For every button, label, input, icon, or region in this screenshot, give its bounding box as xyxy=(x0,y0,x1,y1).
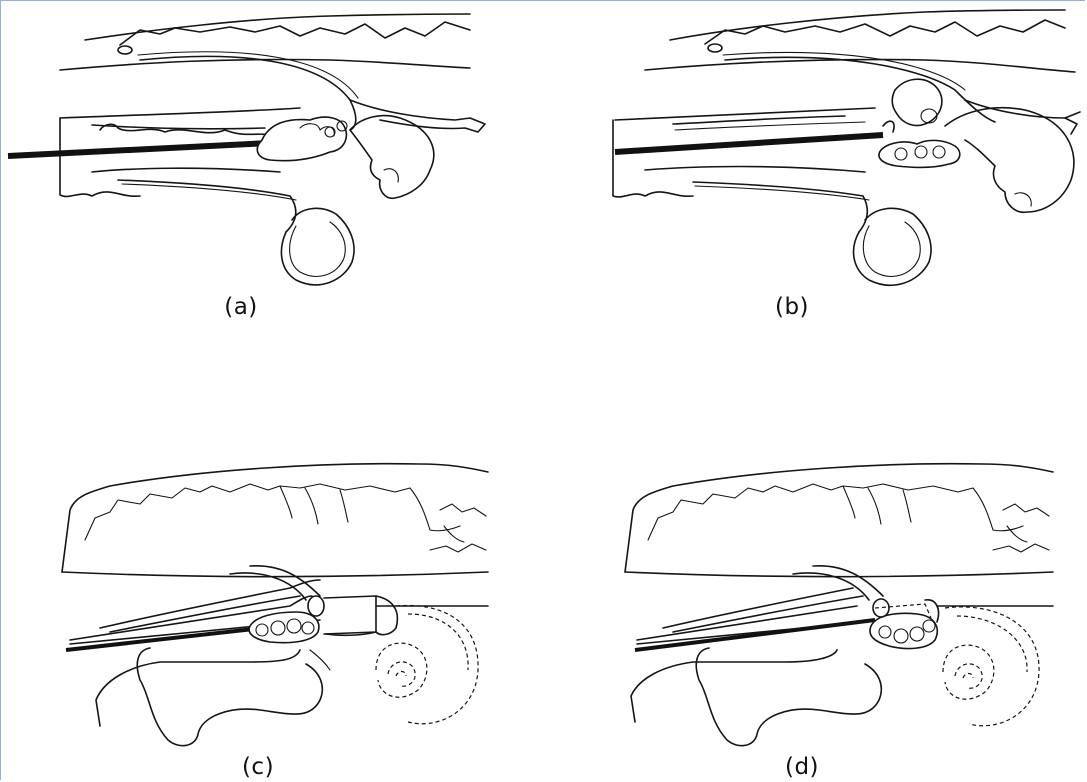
panel-a-label: (a) xyxy=(224,294,258,320)
panel-c-wavy-top xyxy=(85,484,410,540)
panel-d-dash-2 xyxy=(957,616,1027,672)
panel-d-fold-4 xyxy=(973,488,1023,531)
panel-a-right-lobe xyxy=(350,116,434,199)
panel-a-tube-outer xyxy=(118,180,296,232)
panel-c-spiral-inner xyxy=(388,662,415,686)
panel-b-tip-end xyxy=(883,121,894,132)
panel-b-rod xyxy=(615,135,883,152)
panel-a-bulb-inner xyxy=(290,222,346,276)
panel-c-right-wave-1 xyxy=(440,504,486,516)
panel-b-lobe-detail xyxy=(1015,193,1031,206)
panel-c-stone-cluster xyxy=(249,612,319,643)
panel-d-spiral-inner xyxy=(955,664,982,688)
panel-c-drawing xyxy=(0,400,540,782)
panel-b-right-lobe xyxy=(945,108,1074,213)
panel-a-small-ellipse xyxy=(118,46,132,54)
panel-b-channel-top xyxy=(615,108,875,120)
panel-d-label: (d) xyxy=(785,754,819,780)
panel-c-fold-4 xyxy=(410,488,460,531)
panel-d-spiral-core xyxy=(963,674,973,679)
panel-c-fold-1 xyxy=(280,486,292,518)
panel-a-wavy-contour xyxy=(120,22,470,45)
panel-c-fold-3 xyxy=(340,490,348,522)
panel-b-channel-left xyxy=(613,120,693,197)
panel-c-upper-bottom xyxy=(62,572,488,577)
panel-d-stone-cluster xyxy=(870,613,937,648)
panel-c-dash-2 xyxy=(408,614,468,670)
panel-c-lower-detail xyxy=(310,650,330,670)
panel-a-drawing xyxy=(0,0,540,340)
panel-a-rod xyxy=(8,142,290,156)
panel-b-tube-top xyxy=(645,167,865,173)
panel-b: (b) xyxy=(545,0,1085,340)
panel-c-tube-cap xyxy=(376,596,397,635)
panel-c-spiral-core xyxy=(396,672,406,677)
panel-d-spiral-outer xyxy=(943,645,994,699)
panel-c-right-wave-2 xyxy=(430,544,486,552)
panel-c-tip xyxy=(308,596,324,616)
panel-a-lobe-detail xyxy=(384,169,398,182)
panel-d-fold-3 xyxy=(903,490,911,522)
panel-b-label: (b) xyxy=(775,294,809,320)
panel-b-small-ellipse xyxy=(708,44,722,52)
panel-c: (c) xyxy=(0,400,540,782)
panel-a-bulb-outer xyxy=(281,208,354,284)
panel-c-dash-1 xyxy=(396,605,478,723)
panel-d: (d) xyxy=(545,400,1085,782)
panel-a-tip-mass xyxy=(257,117,346,161)
panel-b-bulb-inner xyxy=(863,222,920,276)
panel-d-right-wave-1 xyxy=(1003,504,1049,516)
panel-d-lower-body xyxy=(631,650,837,722)
panel-c-right-tube xyxy=(324,596,376,634)
panel-b-wavy-contour xyxy=(705,20,1065,44)
panel-a-channel-top xyxy=(60,108,300,118)
panel-b-tail-end xyxy=(1065,118,1077,134)
panel-d-right-wave-2 xyxy=(993,544,1049,552)
panel-c-spiral-outer xyxy=(376,643,427,697)
panel-b-drawing xyxy=(545,0,1085,340)
panel-b-tip-cluster xyxy=(879,140,960,167)
panel-a: (a) xyxy=(0,0,540,340)
panel-b-bulb-outer xyxy=(854,208,931,285)
panel-b-inner-top xyxy=(673,116,845,124)
panel-b-upper-mass xyxy=(892,79,942,125)
panel-d-upper-bottom xyxy=(625,572,1053,577)
panel-d-wavy-top xyxy=(648,484,973,540)
panel-d-fold-1 xyxy=(843,486,855,518)
panel-d-drawing xyxy=(545,400,1085,782)
panel-a-middle-line xyxy=(60,59,470,70)
panel-a-tube-top xyxy=(92,168,280,172)
panel-d-fan-4 xyxy=(813,566,883,596)
panel-c-label: (c) xyxy=(242,754,274,780)
panel-b-tube-outer xyxy=(693,182,867,232)
panel-c-upper-band xyxy=(62,464,488,572)
panel-d-dash-1 xyxy=(945,607,1039,726)
panel-c-fold-2 xyxy=(305,488,318,524)
panel-a-inner-wave xyxy=(100,124,270,135)
panel-d-fold-2 xyxy=(868,488,881,524)
panel-c-lower-body xyxy=(96,650,300,726)
